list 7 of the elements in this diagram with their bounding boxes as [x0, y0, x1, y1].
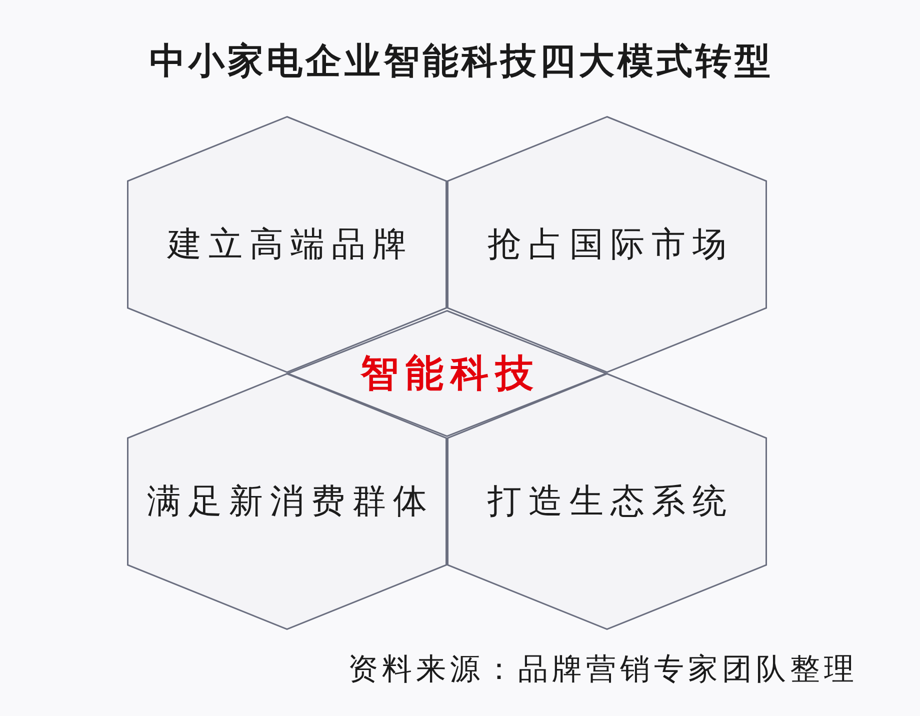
source-note: 资料来源：品牌营销专家团队整理 — [348, 651, 858, 689]
hexagon-label: 抢占国际市场 — [486, 224, 734, 265]
hexagon-label: 建立高端品牌 — [166, 224, 414, 265]
hexagon-label: 打造生态系统 — [486, 481, 734, 522]
center-label: 智能科技 — [359, 350, 540, 396]
diagram-title: 中小家电企业智能科技四大模式转型 — [148, 40, 774, 82]
hexagon-label: 满足新消费群体 — [146, 481, 434, 522]
